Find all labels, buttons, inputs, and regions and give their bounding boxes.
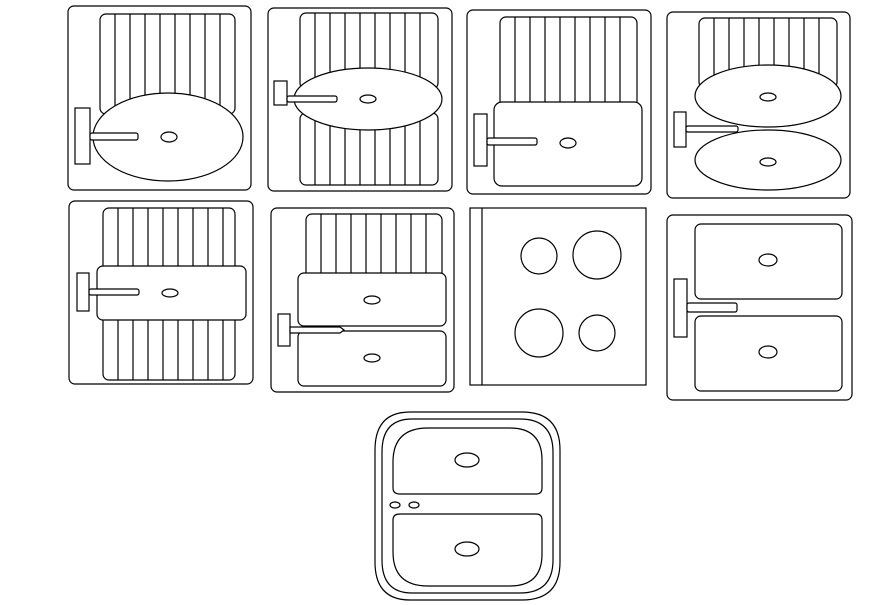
tap-base [473,113,488,167]
tap-spout [486,137,538,146]
tap-spout [88,288,140,296]
oval-bowl-bottom [694,129,842,191]
sink-outline [666,11,851,199]
burner-large [514,308,564,358]
drain-hole [759,157,777,167]
rounded-bowl-top [392,427,543,495]
tap-base [273,80,288,106]
rounded-bowl-bottom [392,513,543,587]
sink-two-oval-bowls-drainer [666,11,851,199]
drainer-board [305,213,443,279]
sink-center-bowl-double-drainer [68,200,254,385]
burner-small [578,314,616,352]
rect-bowl-top [297,272,447,327]
sink-two-rect-bowls-drainer [270,207,455,393]
tap-base [277,313,291,347]
rect-bowl-top [694,223,843,300]
drain-hole [363,295,381,305]
cooktop-outline [469,207,647,386]
rect-bowl-bottom [694,315,843,392]
tap-hole [408,501,420,509]
tap-spout [89,132,139,141]
sink-outline [466,9,652,195]
sink-outline [270,207,455,393]
tap-spout [685,125,739,133]
tap-base [74,107,91,165]
tap-base [673,111,687,148]
drain-hole [759,92,777,102]
drain-hole [758,253,778,267]
sink-outline [267,7,453,192]
rect-bowl-bottom [297,330,447,387]
sink-rect-bowl-single-drainer [466,9,652,195]
drain-hole [160,131,178,143]
drainer-ribs [514,17,621,107]
burner-large [572,230,622,280]
tap-spout [686,302,738,313]
tap-base [673,278,688,338]
drainer-board [499,16,638,108]
tap-base [76,272,90,312]
sink-oval-bowl-double-drainer [267,7,453,192]
tap-spout [286,95,338,103]
tap-spout [289,326,345,334]
sink-outline [666,214,853,401]
sink-outline-outer [374,411,561,601]
tap-hole [389,501,401,509]
burner-small [520,237,558,275]
drain-hole [359,94,377,104]
sink-rounded-double-bowl [374,411,561,601]
sink-outline-inner [381,418,554,594]
sink-two-rect-bowls [666,214,853,401]
drain-hole [454,452,480,468]
sink-oval-bowl-single-drainer [67,5,252,191]
sink-outline [67,5,252,191]
drain-hole [161,288,179,298]
drain-hole [363,353,381,363]
drainer-ribs [320,214,427,278]
drain-hole [559,137,577,149]
oval-bowl-top [694,64,842,128]
sink-outline [68,200,254,385]
cooktop-four-burners [469,207,647,386]
drain-hole [758,345,778,359]
drain-hole [454,541,480,557]
